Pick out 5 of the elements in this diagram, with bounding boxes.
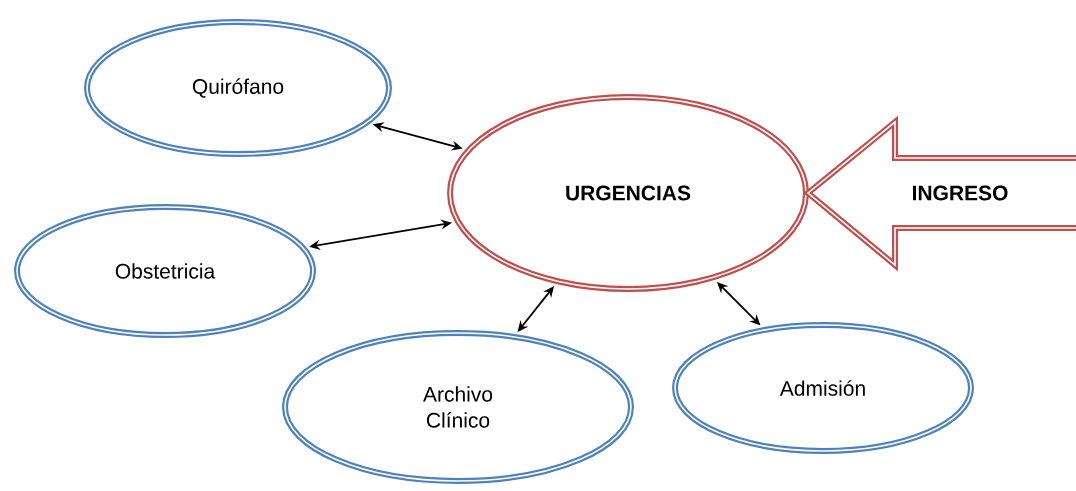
ellipse-node: Admisión	[672, 322, 974, 454]
ellipse-node: URGENCIAS	[447, 94, 809, 292]
ellipse-node: Quirófano	[84, 19, 392, 157]
ellipse-node: Archivo Clínico	[282, 330, 634, 484]
ellipse-node: Obstetricia	[14, 204, 316, 338]
